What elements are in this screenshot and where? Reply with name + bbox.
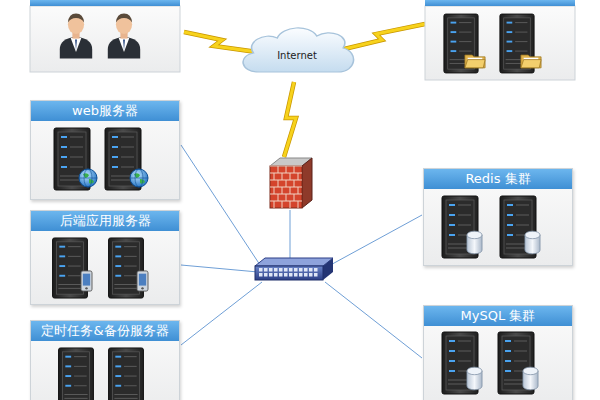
server-group-panel: 后端应用服务器 [30, 210, 180, 305]
wireless-links [184, 24, 425, 157]
mysql-servers [442, 332, 538, 394]
server-group-panel: MySQL 集群 [423, 305, 573, 400]
web-servers [54, 128, 148, 190]
storage-panel [425, 0, 575, 80]
server-group-panel: web服务器 [30, 100, 180, 200]
panel-title: MySQL 集群 [424, 306, 572, 326]
network-switch [255, 258, 333, 280]
panel-title: 后端应用服务器 [31, 211, 179, 231]
panel-backgrounds [30, 100, 573, 400]
panel-title: Redis 集群 [424, 169, 572, 189]
panel-title: web服务器 [31, 101, 179, 121]
cloud-label: Internet [235, 50, 359, 61]
server-group-panel: Redis 集群 [423, 168, 573, 266]
internet-cloud: Internet [235, 22, 359, 80]
cron-servers [59, 348, 144, 400]
server-group-panel: 定时任务&备份服务器 [30, 320, 180, 400]
clients-panel [30, 0, 180, 72]
firewall [270, 158, 312, 208]
network-cables [181, 145, 422, 358]
backend-servers [53, 238, 148, 298]
redis-servers [442, 196, 540, 258]
panel-title: 定时任务&备份服务器 [31, 321, 179, 341]
